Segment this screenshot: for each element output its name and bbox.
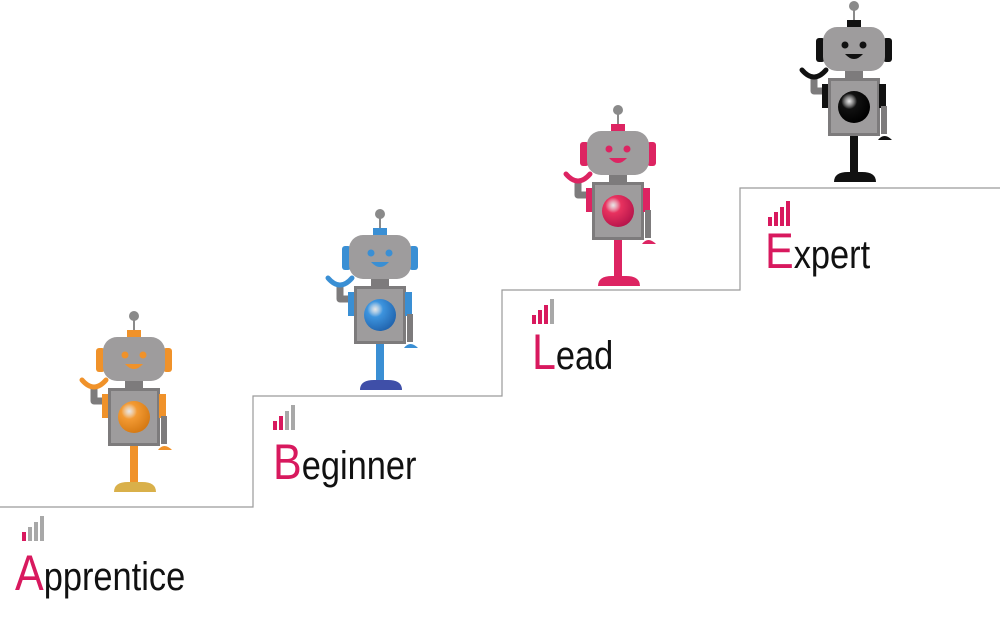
level-name-rest: xpert [793,233,871,277]
signal-bar [285,411,289,430]
robot-beginner-icon [318,200,428,390]
signal-bar [544,305,548,324]
signal-bar [550,299,554,324]
level-initial: B [273,434,302,490]
level-name-rest: eginner [301,444,417,488]
level-label: Lead [532,327,613,377]
level-initial: L [532,324,556,380]
signal-bar [786,201,790,226]
signal-bars-icon [22,513,52,541]
signal-bar [28,527,32,541]
level-label: Beginner [273,437,416,487]
level-initial: E [765,223,794,279]
signal-bar [273,421,277,430]
level-initial: A [15,545,44,601]
signal-bar [22,532,26,541]
signal-bars-icon [532,296,562,324]
signal-bar [780,207,784,226]
robot-expert-icon [792,0,902,182]
robot-apprentice-icon [72,302,182,492]
level-name-rest: ead [555,334,614,378]
signal-bars-icon [273,402,303,430]
level-name-rest: pprentice [43,555,186,599]
robot-lead-icon [556,96,666,286]
signal-bar [532,315,536,324]
signal-bars-icon [768,198,798,226]
signal-bar [291,405,295,430]
signal-bar [538,310,542,324]
signal-bar [279,416,283,430]
signal-bar [34,522,38,541]
level-label: Expert [765,226,870,276]
signal-bar [768,217,772,226]
signal-bar [774,212,778,226]
signal-bar [40,516,44,541]
level-label: Apprentice [15,548,185,598]
